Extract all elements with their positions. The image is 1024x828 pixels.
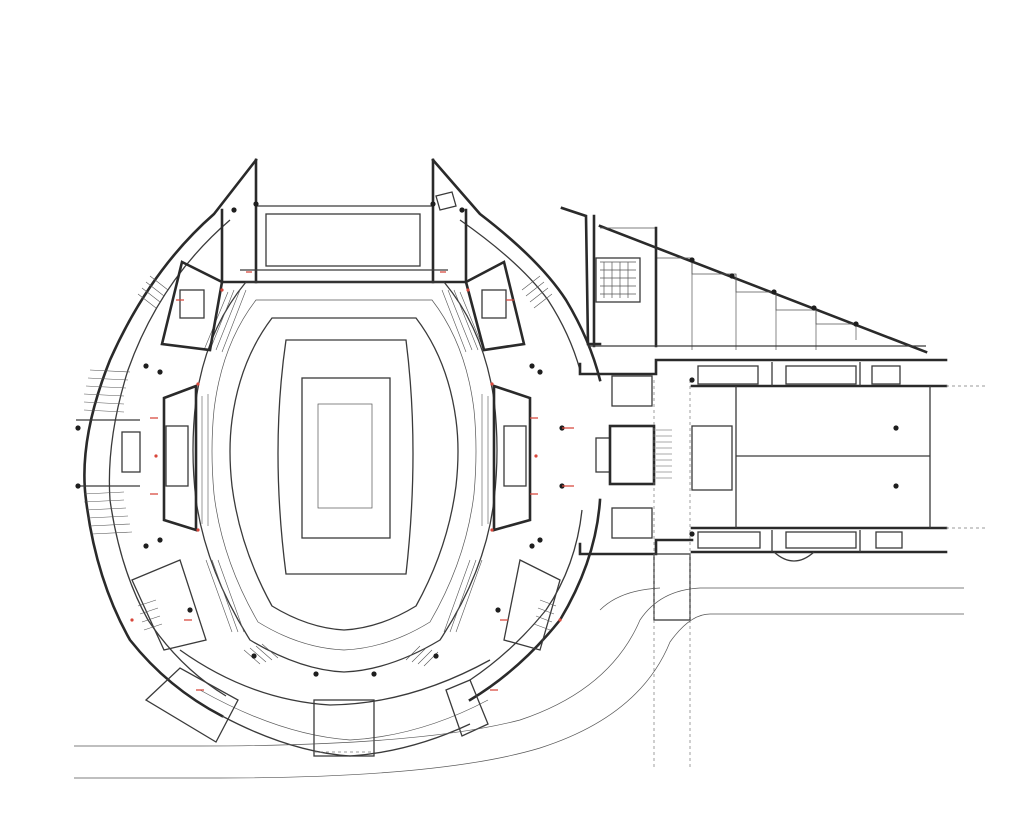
red-markers <box>130 271 574 691</box>
stadium-shell <box>83 158 602 757</box>
west-structures <box>76 260 279 665</box>
column-markers <box>75 201 899 677</box>
east-structures <box>405 260 672 667</box>
north-end-block <box>220 158 468 284</box>
site-paths <box>74 587 964 779</box>
east-wing-building <box>560 206 985 770</box>
pitch <box>277 339 414 575</box>
